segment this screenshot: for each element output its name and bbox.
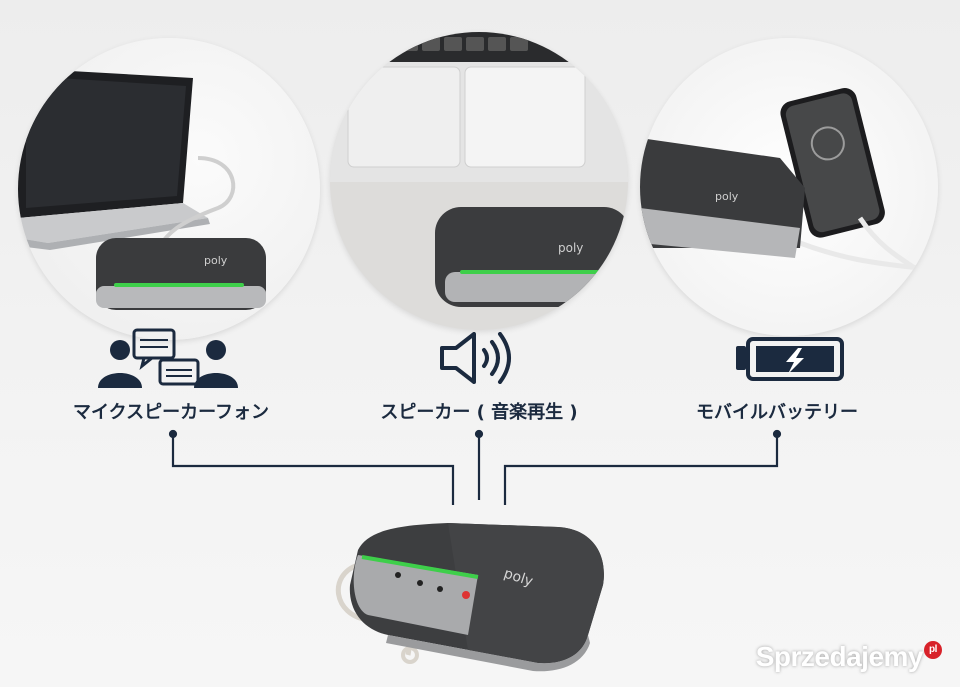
poly-device-small: poly [96,238,266,310]
speaker-label: スピーカー ( 音楽再生 ) [380,402,578,423]
battery-icon [734,336,846,382]
battery-usage-photo: poly [640,38,938,336]
battery-label: モバイルバッテリー [696,402,858,423]
svg-text:poly: poly [204,254,228,267]
chat-people-icon [94,328,242,390]
poly-sync-device: poly [328,515,618,675]
laptop-usage-photo: poly [18,38,320,340]
poly-device-charging: poly [640,138,805,258]
watermark-text: Sprzedajemy [755,641,924,672]
svg-text:poly: poly [558,241,583,255]
watermark-badge: pl [924,641,942,659]
speaker-icon [438,332,522,384]
svg-text:poly: poly [715,190,739,203]
speakerphone-label: マイクスピーカーフォン [72,402,270,423]
